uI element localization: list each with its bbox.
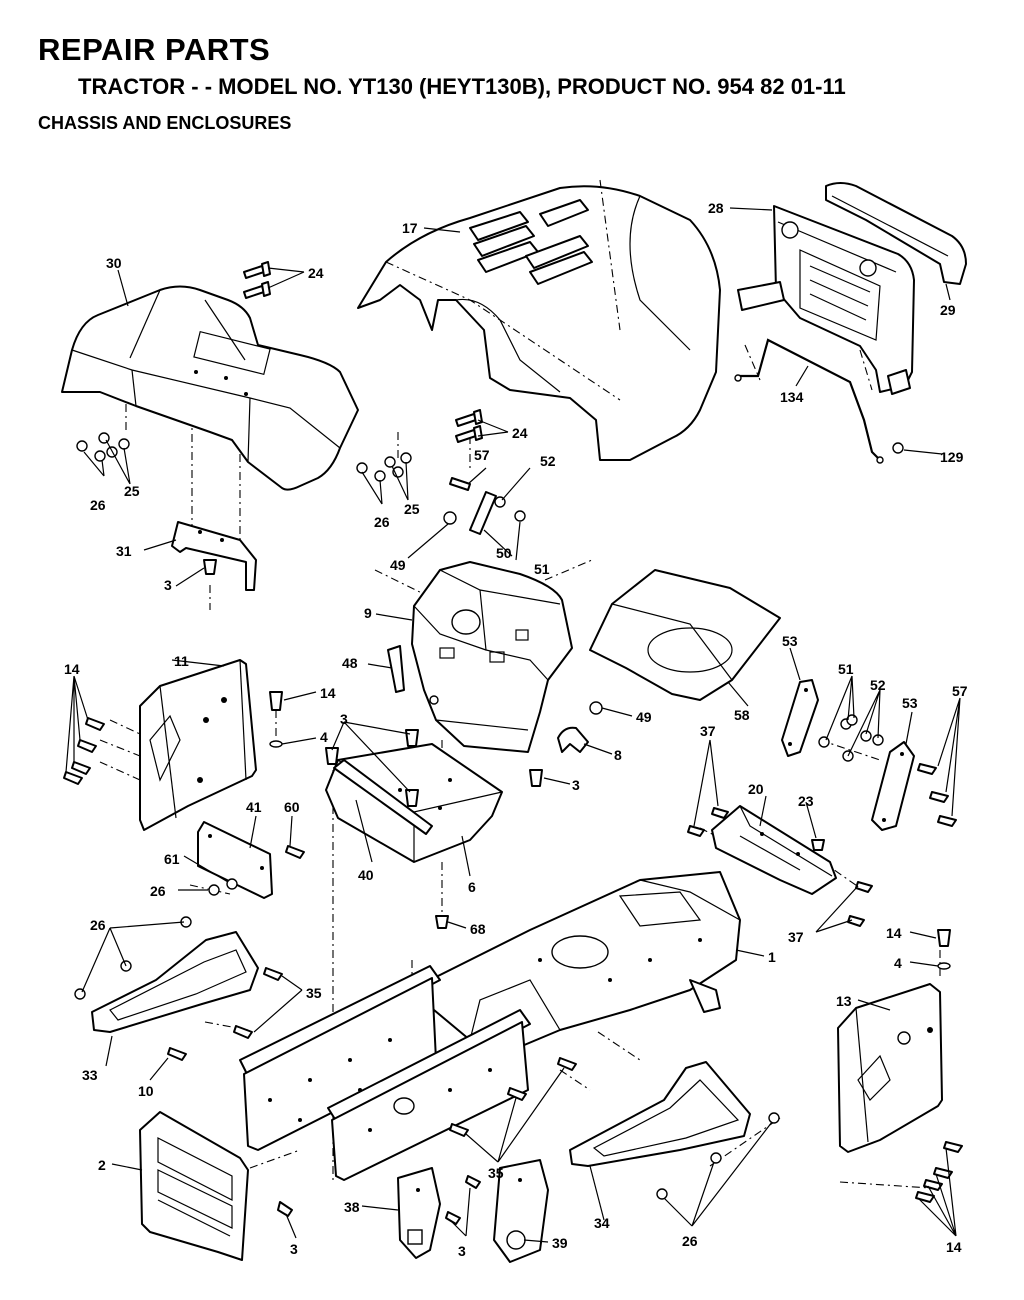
callout-58: 58 [734, 707, 750, 723]
frame-rail-lower [327, 1009, 531, 1181]
part-13-right-panel [837, 983, 943, 1153]
fasteners [63, 261, 963, 1225]
part-9-dash [411, 561, 573, 753]
callout-39: 39 [552, 1235, 568, 1251]
callout-10: 10 [138, 1083, 154, 1099]
callout-50: 50 [496, 545, 512, 561]
callout-51: 51 [534, 561, 550, 577]
part-28-grille [737, 205, 915, 395]
part-2-rear-plate [139, 1111, 249, 1261]
callout-14: 14 [946, 1239, 962, 1255]
callout-57: 57 [952, 683, 968, 699]
callout-1: 1 [768, 949, 776, 965]
callout-37: 37 [700, 723, 716, 739]
part-53-link-plate-left [781, 679, 819, 757]
part-20-front-bracket [711, 805, 837, 895]
callout-24: 24 [512, 425, 528, 441]
hood-vent-slots [469, 199, 593, 285]
callout-20: 20 [748, 781, 764, 797]
callout-129: 129 [940, 449, 964, 465]
callout-26: 26 [150, 883, 166, 899]
callout-51: 51 [838, 661, 854, 677]
section-title: CHASSIS AND ENCLOSURES [38, 113, 292, 133]
callout-11: 11 [174, 653, 189, 669]
callout-61: 61 [164, 851, 180, 867]
part-53-link-plate-right [871, 741, 915, 831]
callout-9: 9 [364, 605, 372, 621]
callout-30: 30 [106, 255, 122, 271]
callout-31: 31 [116, 543, 132, 559]
callout-17: 17 [402, 220, 418, 236]
callout-40: 40 [358, 867, 374, 883]
callout-28: 28 [708, 200, 724, 216]
callout-4: 4 [320, 729, 328, 745]
callout-23: 23 [798, 793, 814, 809]
part-1-main-frame [409, 871, 741, 1057]
part-34-right-footrest [569, 1061, 751, 1167]
callout-53: 53 [782, 633, 798, 649]
callout-14: 14 [320, 685, 336, 701]
callout-14: 14 [64, 661, 80, 677]
callout-3: 3 [290, 1241, 298, 1257]
callout-33: 33 [82, 1067, 98, 1083]
callout-3: 3 [164, 577, 172, 593]
callout-68: 68 [470, 921, 486, 937]
model-subtitle: TRACTOR - - MODEL NO. YT130 (HEYT130B), … [78, 74, 846, 99]
callout-37: 37 [788, 929, 804, 945]
callout-134: 134 [780, 389, 804, 405]
callout-34: 34 [594, 1215, 610, 1231]
callout-6: 6 [468, 879, 476, 895]
callout-53: 53 [902, 695, 918, 711]
leader-lines [65, 207, 961, 1243]
part-58-shield [589, 569, 781, 701]
part-38-bracket [397, 1167, 441, 1259]
part-40-rail [333, 759, 433, 835]
callout-49: 49 [636, 709, 652, 725]
part-8-clip [557, 726, 589, 753]
callout-38: 38 [344, 1199, 360, 1215]
callout-52: 52 [540, 453, 556, 469]
callout-26: 26 [90, 497, 106, 513]
part-50-link [469, 491, 497, 535]
callout-29: 29 [940, 302, 956, 318]
page-title: REPAIR PARTS [38, 32, 271, 67]
callout-41: 41 [246, 799, 262, 815]
part-30-rear-fender [61, 285, 359, 491]
callout-labels: 28 17 30 24 29 134 24 129 57 52 25 26 25… [64, 200, 968, 1259]
callout-13: 13 [836, 993, 852, 1009]
part-31-bracket [171, 521, 257, 591]
callout-26: 26 [90, 917, 106, 933]
part-17-hood [357, 179, 721, 461]
callout-48: 48 [342, 655, 358, 671]
callout-4: 4 [894, 955, 902, 971]
callout-14: 14 [886, 925, 902, 941]
callout-35: 35 [306, 985, 322, 1001]
callout-57: 57 [474, 447, 490, 463]
callout-24: 24 [308, 265, 324, 281]
callout-2: 2 [98, 1157, 106, 1173]
callout-49: 49 [390, 557, 406, 573]
part-41-plate [197, 821, 273, 899]
callout-3: 3 [458, 1243, 466, 1259]
callout-60: 60 [284, 799, 300, 815]
callout-8: 8 [614, 747, 622, 763]
part-33-left-footrest [91, 931, 259, 1033]
part-29-grille-cover [825, 182, 967, 285]
callout-26: 26 [374, 514, 390, 530]
part-11-left-panel [139, 659, 257, 831]
part-39-bracket [493, 1159, 549, 1263]
callout-52: 52 [870, 677, 886, 693]
callout-3: 3 [340, 711, 348, 727]
callout-25: 25 [124, 483, 140, 499]
callout-35: 35 [488, 1165, 504, 1181]
part-134-rod [734, 338, 884, 464]
callout-25: 25 [404, 501, 420, 517]
callout-3: 3 [572, 777, 580, 793]
callout-26: 26 [682, 1233, 698, 1249]
